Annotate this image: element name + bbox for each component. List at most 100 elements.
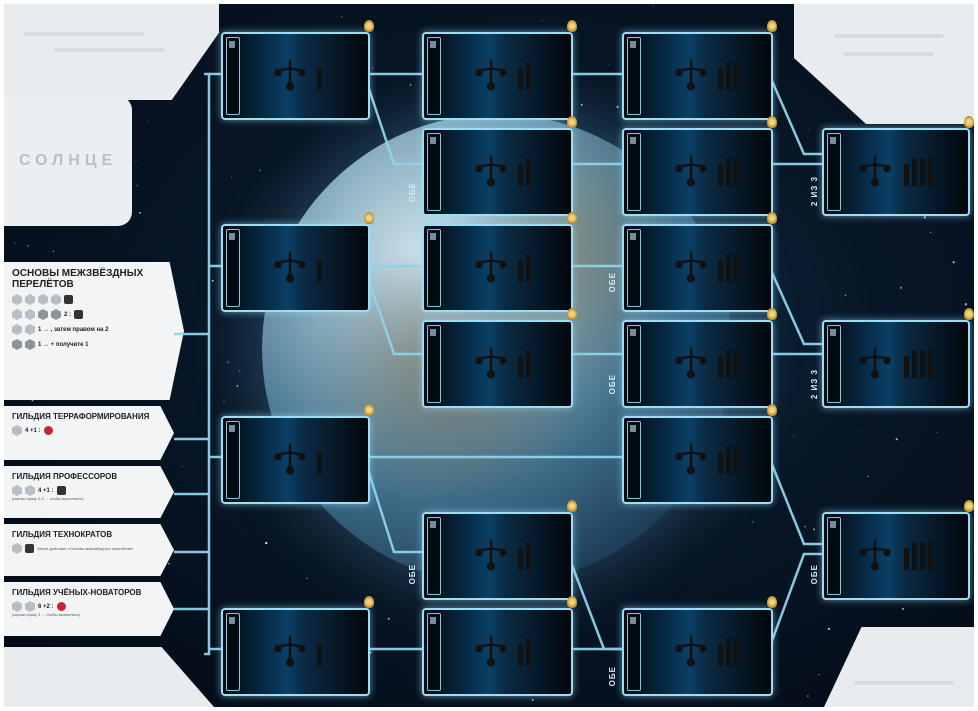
card-tab	[827, 517, 841, 595]
label-both: ОБЕ	[408, 564, 417, 584]
tower-bar-icon	[317, 68, 322, 90]
tech-card-slot[interactable]	[422, 608, 573, 696]
tower-bar-icon	[718, 68, 723, 90]
tech-tree-icon	[674, 441, 708, 480]
label-both: ОБЕ	[810, 564, 819, 584]
medal-icon	[767, 116, 777, 128]
medal-icon	[964, 116, 974, 128]
tower-bar-icon	[718, 164, 723, 186]
tower-bar-icon	[718, 260, 723, 282]
tower-bar-icon	[920, 542, 925, 570]
tower-bars	[518, 254, 531, 282]
tech-card-slot[interactable]	[622, 224, 773, 312]
card-tab	[226, 37, 240, 115]
tower-bar-icon	[904, 548, 909, 570]
tech-card-slot[interactable]	[221, 608, 370, 696]
tech-card-slot[interactable]	[822, 512, 970, 600]
tech-tree-icon	[474, 633, 508, 672]
tower-bars	[904, 158, 933, 186]
tower-bars	[718, 158, 739, 186]
tech-card-slot[interactable]	[221, 224, 370, 312]
tower-bar-icon	[726, 350, 731, 378]
tech-card-slot[interactable]	[221, 32, 370, 120]
card-tab	[627, 613, 641, 691]
card-tab	[827, 133, 841, 211]
tower-bars	[317, 638, 322, 666]
medal-icon	[364, 404, 374, 416]
tower-bar-icon	[518, 68, 523, 90]
card-tab	[226, 421, 240, 499]
tower-bar-icon	[920, 158, 925, 186]
tech-card-slot[interactable]	[422, 128, 573, 216]
tech-card-slot[interactable]	[622, 608, 773, 696]
tech-tree-icon	[858, 345, 892, 384]
tower-bar-icon	[518, 644, 523, 666]
medal-icon	[767, 308, 777, 320]
tower-bar-icon	[734, 62, 739, 90]
medal-icon	[567, 308, 577, 320]
tech-tree-icon	[674, 249, 708, 288]
medal-icon	[964, 308, 974, 320]
card-tab	[427, 133, 441, 211]
tower-bar-icon	[904, 356, 909, 378]
tower-bar-icon	[526, 350, 531, 378]
tech-card-slot[interactable]	[422, 32, 573, 120]
tower-bar-icon	[726, 446, 731, 474]
tower-bar-icon	[526, 542, 531, 570]
label-both: ОБЕ	[608, 666, 617, 686]
card-tab	[427, 613, 441, 691]
medal-icon	[567, 596, 577, 608]
medal-icon	[767, 404, 777, 416]
tower-bar-icon	[734, 254, 739, 282]
tower-bars	[317, 62, 322, 90]
tech-card-slot[interactable]	[622, 128, 773, 216]
tech-tree-icon	[273, 249, 307, 288]
tech-tree-icon	[674, 345, 708, 384]
game-board: СОЛНЦЕ Основы межзвёздных перелётов 2 : …	[4, 4, 974, 707]
tech-card-slot[interactable]	[622, 32, 773, 120]
tech-card-slot[interactable]	[422, 512, 573, 600]
tower-bar-icon	[912, 542, 917, 570]
tech-tree-icon	[474, 153, 508, 192]
tech-card-slot[interactable]	[422, 320, 573, 408]
tech-tree-icon	[474, 249, 508, 288]
tower-bar-icon	[928, 350, 933, 378]
tech-card-slot[interactable]	[422, 224, 573, 312]
tech-tree-icon	[674, 633, 708, 672]
tower-bars	[518, 638, 531, 666]
tower-bars	[718, 254, 739, 282]
label-both: ОБЕ	[608, 374, 617, 394]
card-tab	[226, 613, 240, 691]
card-tab	[627, 37, 641, 115]
tech-tree-icon	[674, 57, 708, 96]
label-two-of-three: 2 ИЗ 3	[810, 369, 819, 399]
medal-icon	[567, 20, 577, 32]
tower-bar-icon	[726, 638, 731, 666]
tower-bar-icon	[928, 542, 933, 570]
tower-bar-icon	[928, 158, 933, 186]
tower-bar-icon	[526, 254, 531, 282]
tower-bars	[317, 254, 322, 282]
tower-bars	[518, 158, 531, 186]
card-tab	[427, 325, 441, 403]
tech-tree-icon	[273, 441, 307, 480]
tower-bar-icon	[726, 158, 731, 186]
tech-tree-icon	[273, 633, 307, 672]
tech-card-slot[interactable]	[622, 320, 773, 408]
tech-tree-icon	[674, 153, 708, 192]
tower-bar-icon	[912, 158, 917, 186]
tech-card-slot[interactable]	[822, 128, 970, 216]
tower-bars	[718, 350, 739, 378]
tower-bar-icon	[734, 638, 739, 666]
medal-icon	[567, 212, 577, 224]
tech-card-slot[interactable]	[822, 320, 970, 408]
tower-bar-icon	[718, 644, 723, 666]
tower-bar-icon	[904, 164, 909, 186]
label-both: ОБЕ	[608, 272, 617, 292]
tower-bars	[518, 542, 531, 570]
tower-bar-icon	[526, 638, 531, 666]
tech-card-slot[interactable]	[622, 416, 773, 504]
tower-bar-icon	[734, 158, 739, 186]
tech-card-slot[interactable]	[221, 416, 370, 504]
tower-bars	[718, 62, 739, 90]
